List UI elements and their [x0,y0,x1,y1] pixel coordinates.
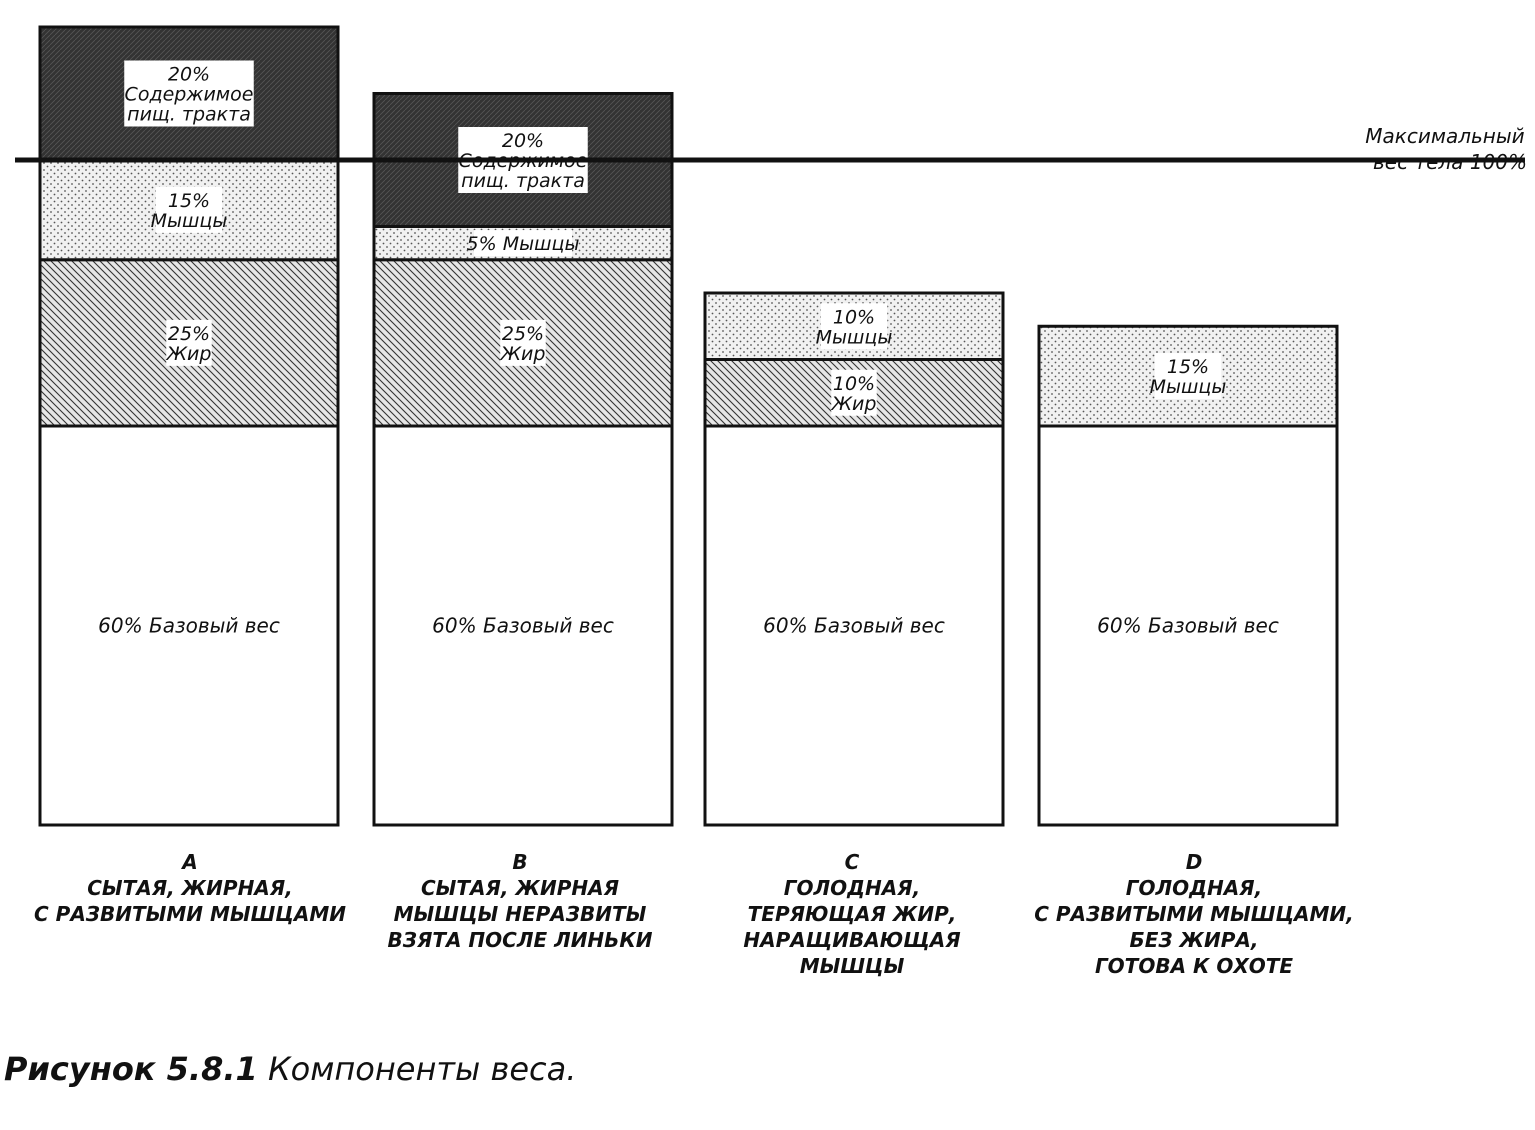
segment-label-background [831,369,877,416]
bar-segment-d-base [1037,424,1339,827]
caption-line: С РАЗВИТЫМИ МЫШЦАМИ [34,902,346,926]
segment-label-background [1154,353,1222,400]
segment-label-background [500,319,546,366]
segment-label-a-muscle: 15%Мышцы [151,186,228,233]
column-caption-a: A СЫТАЯ, ЖИРНАЯ, С РАЗВИТЫМИ МЫШЦАМИ [0,849,400,927]
caption-line: БЕЗ ЖИРА, [1129,928,1259,952]
caption-line: СЫТАЯ, ЖИРНАЯ [421,876,619,900]
max-weight-label: Максимальный вес тела 100% [1365,124,1531,174]
segment-label-line: Мышцы [816,326,893,348]
segment-label-text: 60% Базовый вес [763,614,945,638]
column-caption-c: C ГОЛОДНАЯ, ТЕРЯЮЩАЯ ЖИР, НАРАЩИВАЮЩАЯ М… [642,849,1062,979]
segment-label-a-base: 60% Базовый вес [98,614,280,638]
bars-layer [38,25,1339,827]
segment-label-line: 25% [502,323,544,345]
segment-label-line: 15% [168,190,210,212]
segment-label-c-fat: 10%Жир [831,369,877,416]
segment-label-line: Жир [500,343,546,365]
segment-label-text: 10%Жир [831,373,877,415]
caption-line: СЫТАЯ, ЖИРНАЯ, [87,876,293,900]
max-weight-label-line-2: вес тела 100% [1373,150,1527,174]
bar-segment-a-base [38,424,340,827]
column-caption-b: B СЫТАЯ, ЖИРНАЯ МЫШЦЫ НЕРАЗВИТЫ ВЗЯТА ПО… [310,849,730,953]
segment-label-text: 5% Мышцы [467,233,580,255]
segment-label-text: 60% Базовый вес [432,614,614,638]
caption-line: С РАЗВИТЫМИ МЫШЦАМИ, [1034,902,1354,926]
figure-caption: Рисунок 5.8.1 Компоненты веса. [4,1050,576,1088]
segment-label-line: 60% Базовый вес [1097,614,1279,638]
segment-label-text: 15%Мышцы [151,190,228,232]
segment-label-line: 10% [833,306,875,328]
segment-label-line: Содержимое [125,84,254,106]
max-weight-label-line-1: Максимальный [1365,124,1524,148]
segment-label-text: 15%Мышцы [1150,356,1227,398]
caption-line: МЫШЦЫ [799,954,905,978]
caption-line: ГОТОВА К ОХОТЕ [1094,954,1294,978]
column-letter: B [512,850,528,874]
segment-label-d-muscle: 15%Мышцы [1150,353,1227,400]
segment-label-b-muscle: 5% Мышцы [467,230,580,257]
segment-label-background [155,186,223,233]
segment-label-background [820,303,888,350]
segment-label-text: 60% Базовый вес [98,614,280,638]
segment-label-line: пищ. тракта [127,104,251,126]
segment-label-line: 20% [168,64,210,86]
bar-segment-b-base [372,424,674,827]
segment-label-d-base: 60% Базовый вес [1097,614,1279,638]
caption-line: ГОЛОДНАЯ, [783,876,921,900]
segment-label-line: 60% Базовый вес [98,614,280,638]
segment-label-b-base: 60% Базовый вес [432,614,614,638]
figure-title: Компоненты веса. [267,1050,577,1088]
segment-label-background [124,60,254,127]
segment-label-c-base: 60% Базовый вес [763,614,945,638]
segment-label-line: 25% [168,323,210,345]
segment-label-c-muscle: 10%Мышцы [816,303,893,350]
segment-label-line: Жир [831,393,877,415]
segment-label-line: 10% [833,373,875,395]
segment-label-text: 60% Базовый вес [1097,614,1279,638]
caption-line: МЫШЦЫ НЕРАЗВИТЫ [393,902,647,926]
segment-label-line: Мышцы [151,210,228,232]
segment-labels-layer: 60% Базовый вес25%Жир15%Мышцы20%Содержим… [98,60,1279,638]
column-letter: D [1185,850,1203,874]
column-letter: A [182,850,198,874]
segment-label-line: пищ. тракта [461,170,585,192]
segment-label-line: 15% [1167,356,1209,378]
segment-label-text: 10%Мышцы [816,306,893,348]
segment-label-line: 60% Базовый вес [763,614,945,638]
bar-segment-c-base [703,424,1005,827]
segment-label-background [166,319,212,366]
figure-number: Рисунок 5.8.1 [4,1050,258,1088]
segment-label-line: 60% Базовый вес [432,614,614,638]
column-letter: C [844,850,860,874]
segment-label-line: Жир [166,343,212,365]
caption-line: НАРАЩИВАЮЩАЯ [743,928,961,952]
segment-label-line: Мышцы [1150,376,1227,398]
segment-label-b-fat: 25%Жир [500,319,546,366]
segment-label-line: 5% Мышцы [467,233,580,255]
column-caption-d: D ГОЛОДНАЯ, С РАЗВИТЫМИ МЫШЦАМИ, БЕЗ ЖИР… [984,849,1404,979]
caption-line: ВЗЯТА ПОСЛЕ ЛИНЬКИ [387,928,653,952]
segment-label-a-fat: 25%Жир [166,319,212,366]
segment-label-text: 25%Жир [166,323,212,365]
caption-line: ТЕРЯЮЩАЯ ЖИР, [747,902,957,926]
segment-label-line: 20% [502,130,544,152]
caption-line: ГОЛОДНАЯ, [1125,876,1263,900]
segment-label-background [474,230,572,257]
segment-label-text: 25%Жир [500,323,546,365]
